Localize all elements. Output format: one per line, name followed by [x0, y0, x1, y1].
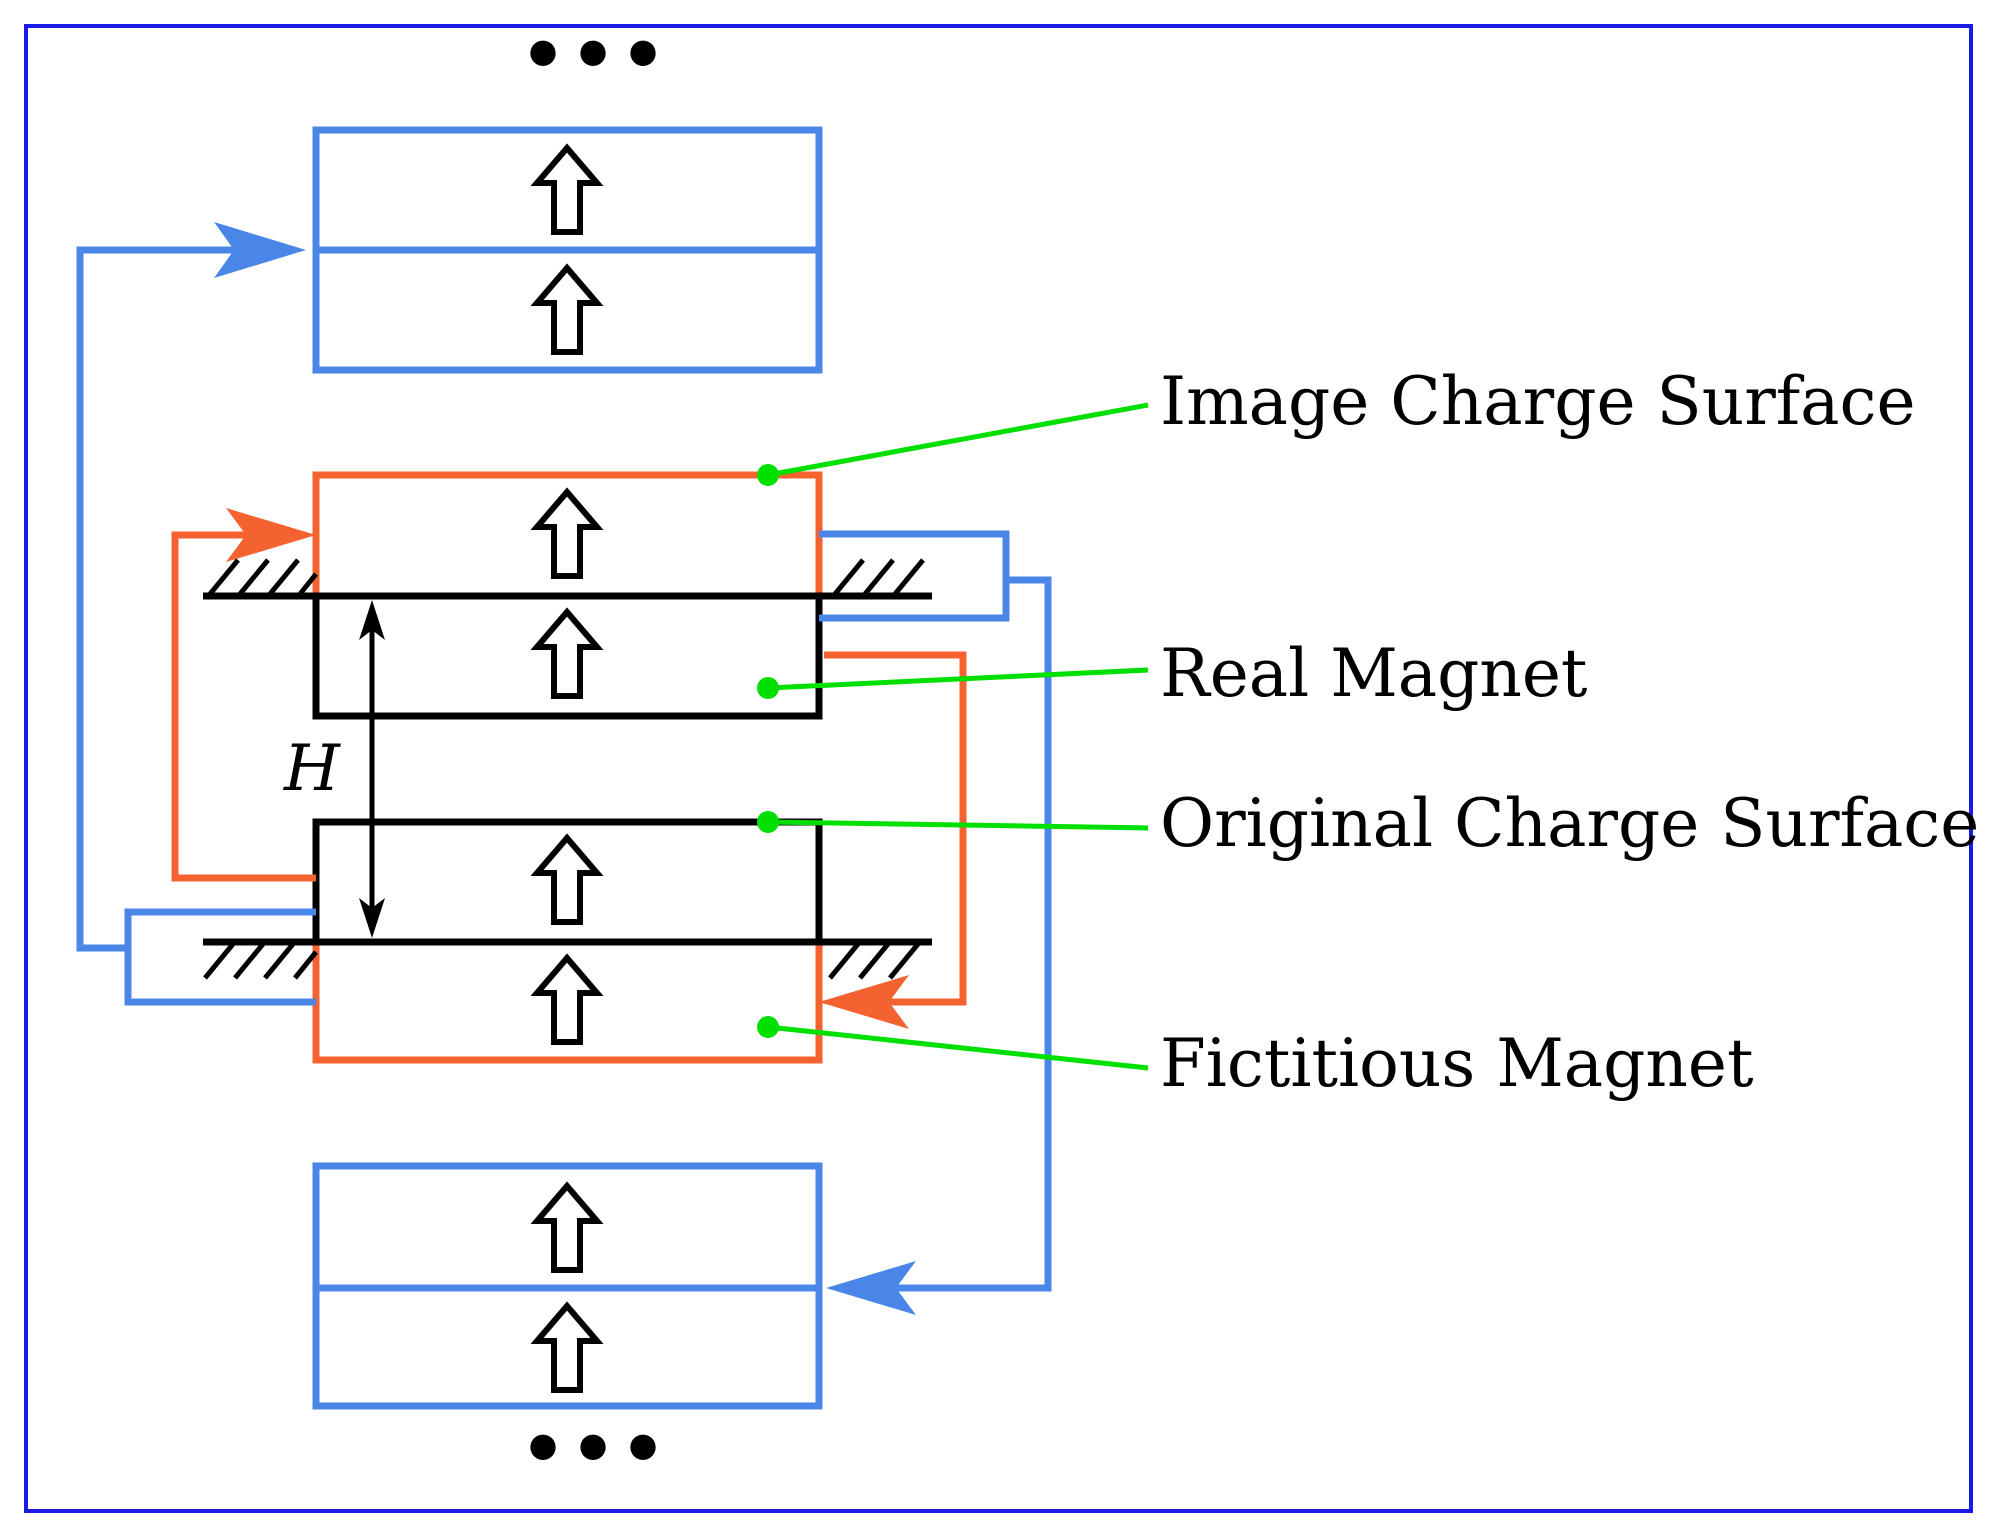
label-original-charge-surface: Original Charge Surface: [1160, 785, 1979, 862]
lower-wall: [203, 938, 932, 980]
leader-original-charge-surface: [757, 811, 1149, 833]
label-real-magnet: Real Magnet: [1160, 635, 1587, 712]
blue-mapping-left: [76, 222, 316, 1006]
label-fictitious-magnet: Fictitious Magnet: [1160, 1025, 1753, 1102]
height-dimension-arrow: [359, 600, 385, 938]
magnetization-arrow-icon: [530, 953, 604, 1045]
orange-mapping-right: [819, 651, 967, 1029]
magnetization-arrow-icon: [530, 487, 604, 579]
blue-mapping-right: [819, 530, 1052, 1315]
magnetization-arrow-icon: [530, 607, 604, 699]
magnetization-arrow-icon: [530, 1301, 604, 1393]
blue-arrowhead-icon: [214, 222, 306, 278]
orange-arrowhead-icon: [819, 975, 909, 1029]
magnetization-arrow-icon: [530, 263, 604, 355]
leader-real-magnet: [757, 667, 1149, 699]
bottom-image-magnet: [312, 1162, 823, 1410]
real-magnet-outline: [312, 594, 823, 720]
leader-fictitious-magnet: [757, 1016, 1149, 1071]
leader-image-charge-surface: [757, 402, 1149, 486]
label-image-charge-surface: Image Charge Surface: [1160, 363, 1916, 440]
blue-arrowhead-icon: [826, 1261, 916, 1315]
magnetization-arrow-icon: [530, 1181, 604, 1273]
orange-mapping-left: [171, 508, 316, 882]
magnetization-arrow-icon: [530, 833, 604, 925]
magnetization-arrow-icon: [530, 143, 604, 235]
upper-wall: [203, 558, 932, 600]
orange-arrowhead-icon: [226, 508, 316, 562]
ellipsis-bottom: •••: [520, 1407, 670, 1491]
top-image-magnet: [312, 126, 823, 374]
outer-frame: [24, 24, 1973, 1513]
height-label: H: [283, 732, 341, 806]
ellipsis-top: •••: [520, 13, 670, 97]
